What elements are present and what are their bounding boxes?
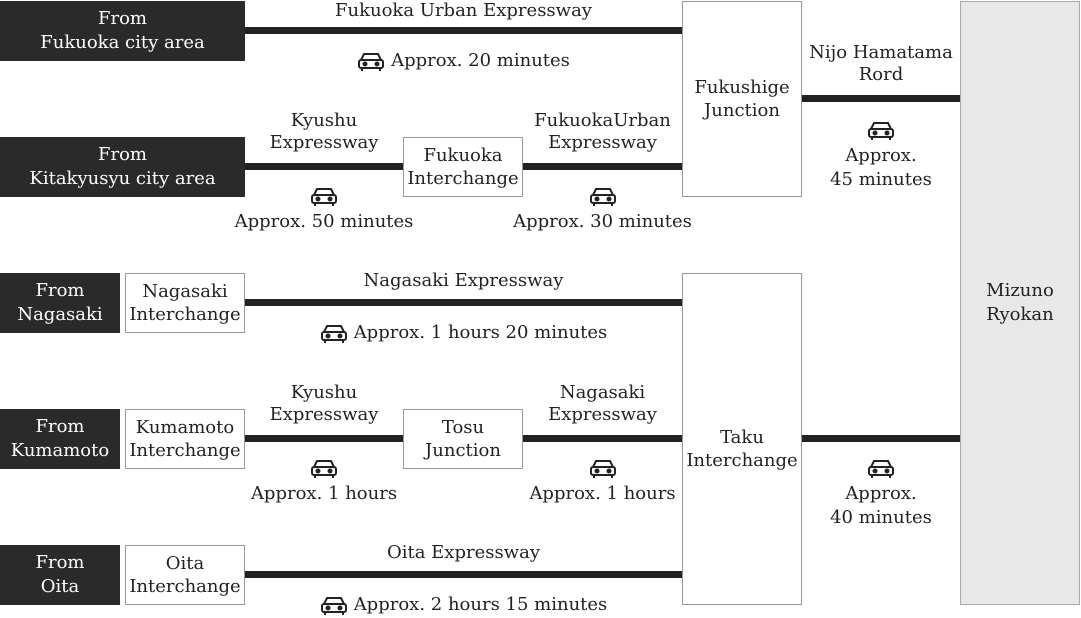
road-label-line: Expressway [548, 404, 657, 425]
origin-label: Oita [40, 576, 80, 597]
travel-time: Approx. 1 hours [225, 456, 423, 506]
node-fukuoka-interchange: Fukuoka Interchange [403, 137, 523, 197]
car-icon [589, 460, 616, 478]
road-label-line: Nagasaki [559, 382, 646, 403]
road-nagasaki-expressway [245, 299, 682, 306]
road-kyushu-kumamoto [245, 435, 403, 442]
node-label: Kumamoto [135, 417, 235, 438]
road-label: Fukuoka Urban Expressway [335, 0, 592, 21]
destination-label: Ryokan [986, 304, 1054, 325]
car-icon [868, 460, 894, 478]
origin-label: From [98, 8, 147, 29]
node-label: Taku [720, 427, 764, 448]
car-icon [320, 597, 347, 615]
road-label: Nagasaki Expressway [523, 382, 682, 426]
travel-time: Approx. 30 minutes [503, 184, 702, 234]
road-fukuoka-urban-2 [523, 163, 682, 170]
travel-time-text: Approx. [845, 483, 917, 504]
travel-time: Approx. 45 minutes [802, 118, 960, 192]
node-tosu-junction: Tosu Junction [403, 409, 523, 469]
travel-time-text: Approx. 2 hours 15 minutes [353, 594, 608, 615]
node-label: Nagasaki [142, 281, 228, 302]
road-label-line: Kyushu [290, 110, 358, 131]
travel-time-text: Approx. 50 minutes [234, 211, 414, 232]
node-label: Interchange [407, 168, 519, 189]
road-label-line: Rord [858, 64, 904, 85]
node-label: Junction [704, 100, 780, 121]
car-icon [868, 122, 894, 140]
node-label: Fukuoka [423, 145, 503, 166]
node-label: Fukushige [694, 77, 790, 98]
travel-time: Approx. 1 hours [503, 456, 702, 506]
node-label: Tosu [441, 417, 485, 438]
travel-time-text: Approx. 1 hours [529, 483, 676, 504]
travel-time-text: Approx. 30 minutes [513, 211, 692, 232]
origin-label: From [35, 280, 85, 301]
travel-time-text: Approx. 20 minutes [391, 50, 570, 71]
node-label: Interchange [129, 440, 241, 461]
origin-kumamoto: From Kumamoto [0, 409, 120, 469]
road-label-line: Nijo Hamatama [809, 42, 953, 63]
origin-nagasaki: From Nagasaki [0, 273, 120, 333]
origin-label: From [98, 144, 147, 165]
road-kyushu-kitakyusyu [245, 163, 403, 170]
origin-label: From [35, 416, 85, 437]
road-nijo-hamatama [802, 95, 960, 102]
road-label: Nijo Hamatama Rord [802, 42, 960, 86]
road-label-line: Kyushu [290, 382, 358, 403]
node-oita-interchange: Oita Interchange [125, 545, 245, 605]
road-taku-to-ryokan [802, 435, 960, 442]
car-icon [589, 188, 616, 206]
node-taku-interchange: Taku Interchange [682, 273, 802, 605]
travel-time: Approx. 50 minutes [225, 184, 423, 234]
origin-label: From [35, 552, 85, 573]
travel-time-text: Approx. 1 hours 20 minutes [353, 322, 608, 343]
node-fukushige-junction: Fukushige Junction [682, 1, 802, 197]
destination-label: Mizuno [986, 280, 1054, 301]
road-label: Kyushu Expressway [245, 382, 403, 426]
car-icon [358, 53, 385, 71]
node-label: Oita [165, 553, 205, 574]
travel-time-text: Approx. [845, 145, 917, 166]
road-label: FukuokaUrban Expressway [523, 110, 682, 154]
origin-label: Kitakyusyu city area [29, 168, 216, 189]
node-nagasaki-interchange: Nagasaki Interchange [125, 273, 245, 333]
travel-time-text: 40 minutes [830, 507, 932, 528]
node-label: Junction [425, 440, 501, 461]
road-fukuoka-urban [245, 27, 682, 34]
road-label-line: Expressway [269, 404, 379, 425]
travel-time: Approx. 40 minutes [802, 456, 960, 530]
travel-time-text: 45 minutes [830, 169, 932, 190]
road-label-line: Expressway [269, 132, 379, 153]
car-icon [320, 325, 347, 343]
origin-fukuoka: From Fukuoka city area [0, 1, 245, 61]
destination-mizuno-ryokan: Mizuno Ryokan [960, 1, 1080, 605]
node-label: Interchange [129, 576, 241, 597]
road-label-line: FukuokaUrban [534, 110, 671, 131]
origin-kitakyusyu: From Kitakyusyu city area [0, 137, 245, 197]
origin-label: Nagasaki [17, 304, 103, 325]
origin-label: Fukuoka city area [40, 32, 205, 53]
travel-time: Approx. 2 hours 15 minutes [245, 593, 682, 617]
car-icon [311, 188, 337, 206]
road-label: Nagasaki Expressway [363, 270, 564, 291]
origin-label: Kumamoto [10, 440, 110, 461]
road-label: Kyushu Expressway [245, 110, 403, 154]
travel-time: Approx. 20 minutes [245, 49, 682, 73]
travel-time-text: Approx. 1 hours [250, 483, 398, 504]
road-label-line: Expressway [548, 132, 657, 153]
travel-time: Approx. 1 hours 20 minutes [245, 321, 682, 345]
origin-oita: From Oita [0, 545, 120, 605]
road-label: Oita Expressway [386, 542, 541, 563]
road-nagasaki-expressway-2 [523, 435, 682, 442]
node-label: Interchange [129, 304, 241, 325]
node-label: Interchange [686, 450, 798, 471]
node-kumamoto-interchange: Kumamoto Interchange [125, 409, 245, 469]
car-icon [311, 460, 337, 478]
road-oita-expressway [245, 571, 682, 578]
